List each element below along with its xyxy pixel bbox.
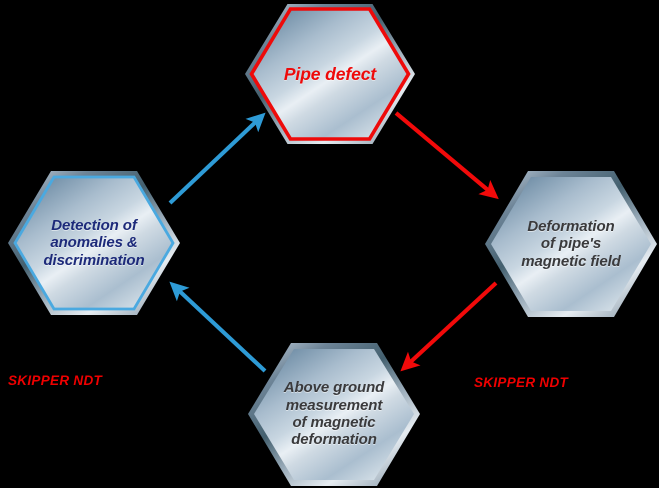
hexagon-body — [13, 175, 175, 311]
hexagon-body — [254, 349, 414, 480]
watermark-left: SKIPPER NDT — [8, 373, 103, 388]
node-above-ground-measurement[interactable]: Above ground measurement of magnetic def… — [246, 340, 422, 488]
node-label-magnetic-deformation: Deformation of pipe's magnetic field — [521, 217, 621, 270]
hexagon-body — [249, 7, 411, 141]
node-label-detection-anomalies: Detection of anomalies & discrimination — [43, 216, 145, 269]
node-label-above-ground-measurement: Above ground measurement of magnetic def… — [283, 379, 385, 449]
node-pipe-defect[interactable]: Pipe defect — [243, 0, 417, 148]
hexagon-body — [491, 177, 651, 311]
node-detection-anomalies[interactable]: Detection of anomalies & discrimination — [6, 168, 182, 318]
node-label-pipe-defect: Pipe defect — [283, 63, 377, 84]
node-magnetic-deformation[interactable]: Deformation of pipe's magnetic field — [483, 168, 659, 320]
watermark-right: SKIPPER NDT — [474, 375, 569, 390]
